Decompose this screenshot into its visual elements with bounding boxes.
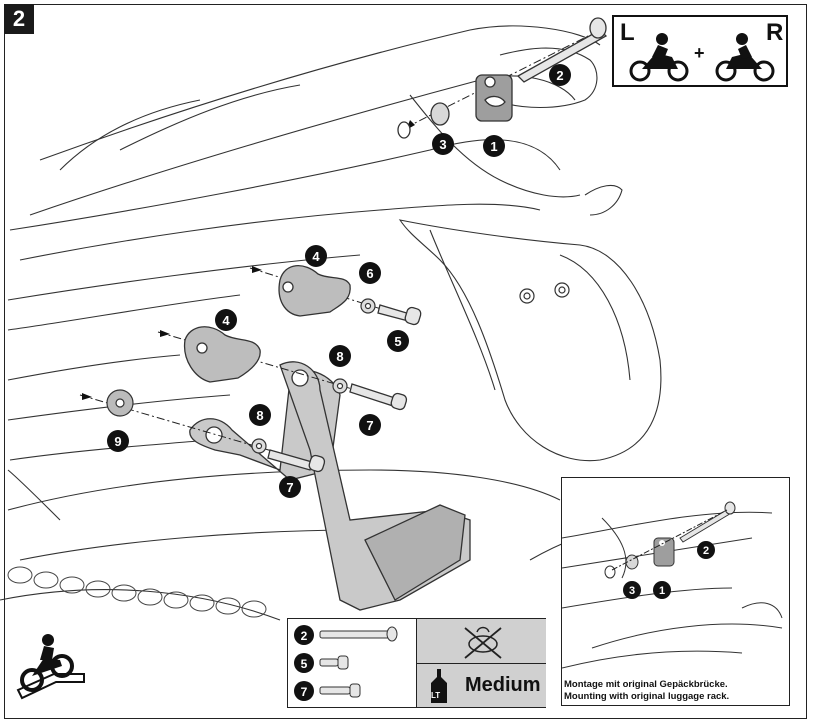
parts-legend: 2 5 7 LT Medium [287, 618, 546, 708]
callout-8-lower: 8 [249, 404, 271, 426]
rear-fender-bolts [519, 282, 570, 304]
step-number-badge: 2 [4, 4, 34, 34]
inset-caption: Montage mit original Gepäckbrücke. Mount… [564, 679, 729, 703]
svg-text:7: 7 [366, 418, 373, 433]
svg-text:8: 8 [336, 349, 343, 364]
svg-text:7: 7 [286, 480, 293, 495]
left-right-side-indicator: L + R [612, 15, 788, 87]
chain-links [7, 566, 267, 618]
rider-left-icon [629, 33, 689, 82]
callout-4-lower: 4 [215, 309, 237, 331]
inset-callout-2: 2 [703, 545, 709, 557]
legend-divider [417, 663, 546, 664]
legend-num-2: 2 [301, 629, 308, 643]
threadlock-label: LT [431, 691, 441, 700]
inset-luggage-rack-view: 2 1 3 Montage mit original Gepäckbrücke.… [561, 477, 790, 706]
callout-2: 2 [549, 64, 571, 86]
left-side-label: L [620, 19, 635, 46]
threadlock-strength: Medium [465, 674, 541, 696]
callout-3: 3 [432, 133, 454, 155]
bolts [267, 304, 422, 473]
caption-german: Montage mit original Gepäckbrücke. [564, 679, 728, 690]
inset-drawing: 2 1 3 [562, 501, 783, 669]
callout-1: 1 [483, 135, 505, 157]
diagram-frame [4, 4, 807, 719]
rider-right-icon [715, 33, 775, 82]
legend-num-7: 7 [301, 685, 308, 699]
legend-item-5: 5 [294, 653, 349, 673]
svg-text:6: 6 [366, 266, 373, 281]
legend-bolt-list: 2 5 7 [294, 625, 398, 701]
svg-text:2: 2 [556, 68, 563, 83]
callout-7-lower: 7 [279, 476, 301, 498]
callout-8-upper: 8 [329, 345, 351, 367]
svg-text:1: 1 [490, 139, 497, 154]
inset-callout-3: 3 [629, 585, 635, 597]
callout-4-upper: 4 [305, 245, 327, 267]
callout-6: 6 [359, 262, 381, 284]
svg-text:5: 5 [394, 334, 401, 349]
callout-7-upper: 7 [359, 414, 381, 436]
rider-on-motorcycle-icon [16, 634, 85, 700]
svg-text:4: 4 [222, 313, 230, 328]
legend-num-5: 5 [301, 657, 308, 671]
top-parts [397, 17, 608, 139]
caption-english: Mounting with original luggage rack. [564, 691, 730, 702]
callout-9: 9 [107, 430, 129, 452]
legend-item-7: 7 [294, 681, 361, 701]
svg-text:3: 3 [439, 137, 446, 152]
no-grease-icon [464, 626, 502, 659]
holder-bracket [189, 361, 471, 611]
right-side-label: R [766, 19, 784, 46]
plus-sign: + [694, 43, 705, 63]
washers [106, 298, 376, 454]
svg-text:8: 8 [256, 408, 263, 423]
inset-callout-1: 1 [659, 585, 665, 597]
legend-item-2: 2 [294, 625, 398, 645]
legend-instructions-panel: LT Medium [416, 619, 546, 707]
svg-text:9: 9 [114, 434, 121, 449]
svg-text:4: 4 [312, 249, 320, 264]
callout-5: 5 [387, 330, 409, 352]
spacer-parts-4 [183, 265, 351, 383]
threadlock-bottle-icon [431, 669, 447, 703]
